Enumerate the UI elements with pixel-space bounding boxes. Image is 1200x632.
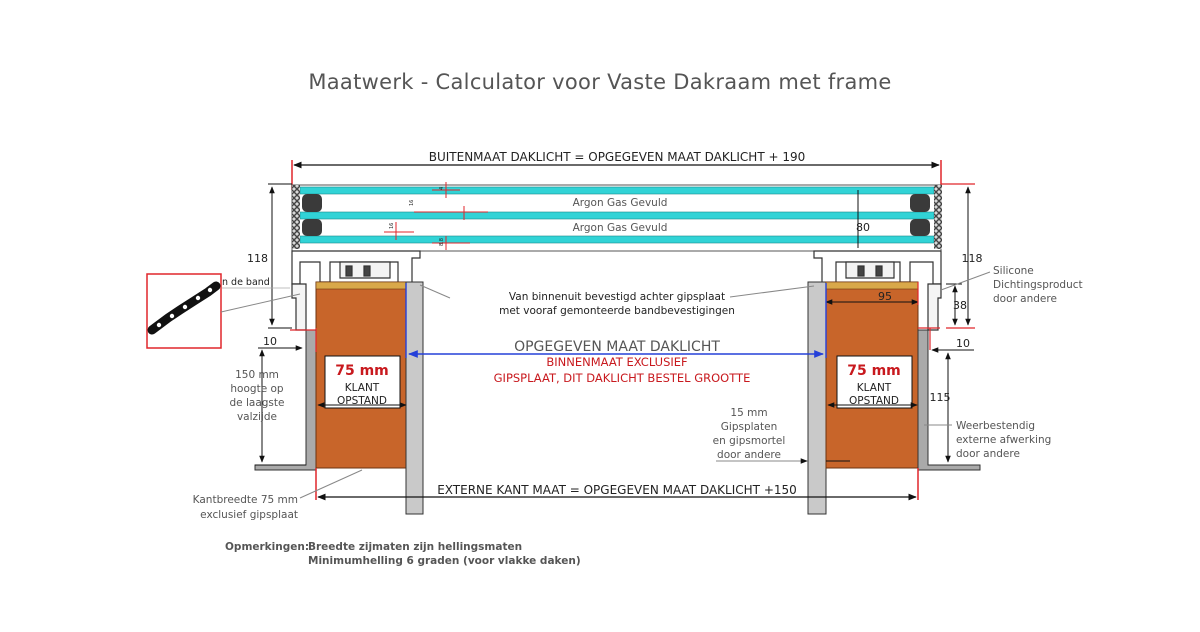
right-115-label: 115: [930, 391, 951, 404]
right-38-label: 38: [953, 299, 967, 312]
glass-unit: Argon Gas Gevuld Argon Gas Gevuld 4 16 1…: [291, 182, 942, 252]
silicone-note-3: door andere: [993, 293, 1057, 305]
upstand-right: 75 mm KLANT OPSTAND 95: [807, 281, 981, 515]
band-detail: n de band: [146, 273, 301, 349]
right-115-dimension: 115: [930, 352, 951, 463]
upstand-right-line1: KLANT: [857, 382, 892, 394]
edge-seal-left: [292, 185, 300, 249]
band-label: n de band: [222, 277, 270, 288]
height-note-1: 150 mm: [235, 369, 279, 381]
upstand-left-line1: KLANT: [345, 382, 380, 394]
glass-pane-bottom: [299, 235, 935, 244]
outer-dimension-bottom: EXTERNE KANT MAAT = OPGEGEVEN MAAT DAKLI…: [315, 468, 919, 501]
gips-note-4: door andere: [717, 449, 781, 461]
upstand-left-size: 75 mm: [335, 363, 389, 379]
frame-profile-left: [291, 250, 421, 331]
right-height-dimension: 118: [941, 183, 983, 329]
gypsum-board-right: [807, 281, 827, 515]
inner-95-label: 95: [878, 290, 892, 303]
silicone-note: Silicone Dichtingsproduct door andere: [940, 265, 1083, 305]
gips-note: 15 mm Gipsplaten en gipsmortel door ande…: [713, 407, 850, 464]
left-height-label: 118: [247, 252, 268, 265]
gas-label-2: Argon Gas Gevuld: [573, 222, 668, 234]
inner-80-label: 80: [856, 221, 870, 234]
upstand-right-size: 75 mm: [847, 363, 901, 379]
silicone-note-1: Silicone: [993, 265, 1034, 277]
page-title: Maatwerk - Calculator voor Vaste Dakraam…: [308, 70, 892, 94]
weather-note-3: door andere: [956, 448, 1020, 460]
mounting-note: Van binnenuit bevestigd achter gipsplaat…: [499, 285, 815, 317]
upstand-left: 75 mm KLANT OPSTAND: [254, 281, 451, 515]
left-height-dimension: 118: [247, 183, 292, 329]
height-note-4: valzijde: [237, 411, 277, 423]
gips-note-1: 15 mm: [730, 407, 767, 419]
silicone-note-2: Dichtingsproduct: [993, 279, 1083, 291]
mounting-note-1: Van binnenuit bevestigd achter gipsplaat: [509, 291, 725, 303]
weather-note-2: externe afwerking: [956, 434, 1051, 446]
frame-profile-right: [813, 250, 942, 331]
right-10-label: 10: [956, 337, 970, 350]
right-10-dimension: 10: [931, 337, 974, 353]
weather-note: Weerbestendig externe afwerking door and…: [924, 420, 1051, 460]
svg-text:16: 16: [389, 223, 395, 229]
svg-text:16: 16: [409, 200, 415, 206]
remarks-line1: Breedte zijmaten zijn hellingsmaten: [308, 541, 522, 553]
height-note-2: hoogte op: [230, 383, 284, 395]
right-height-label: 118: [962, 252, 983, 265]
center-sub-label-2: GIPSPLAAT, DIT DAKLICHT BESTEL GROOTTE: [494, 371, 751, 385]
kant-note-1: Kantbreedte 75 mm: [193, 494, 298, 506]
gips-note-2: Gipsplaten: [721, 421, 777, 433]
glass-pane-middle: [299, 211, 935, 220]
outer-dimension-bottom-label: EXTERNE KANT MAAT = OPGEGEVEN MAAT DAKLI…: [437, 483, 797, 497]
left-150-dimension: 150 mm hoogte op de laagste valzijde: [230, 349, 306, 466]
edge-seal-right: [934, 185, 942, 249]
outer-dimension-top: BUITENMAAT DAKLICHT = OPGEGEVEN MAAT DAK…: [291, 150, 942, 190]
kant-note-2: exclusief gipsplaat: [200, 509, 298, 521]
svg-text:4: 4: [439, 187, 445, 190]
svg-text:8.8: 8.8: [439, 238, 445, 246]
right-38-dimension: 38: [946, 283, 967, 326]
weather-note-1: Weerbestendig: [956, 420, 1035, 432]
gypsum-board-left: [405, 281, 424, 515]
left-10-label: 10: [263, 335, 277, 348]
gas-label-1: Argon Gas Gevuld: [573, 197, 668, 209]
glass-pane-top: [299, 186, 935, 195]
left-10-dimension: 10: [258, 335, 303, 351]
remarks: Opmerkingen: Breedte zijmaten zijn helli…: [225, 541, 581, 567]
remarks-line2: Minimumhelling 6 graden (voor vlakke dak…: [308, 555, 581, 567]
remarks-label: Opmerkingen:: [225, 541, 309, 553]
kant-note: Kantbreedte 75 mm exclusief gipsplaat: [193, 469, 363, 521]
center-dimension: OPGEGEVEN MAAT DAKLICHT BINNENMAAT EXCLU…: [405, 283, 827, 385]
center-sub-label-1: BINNENMAAT EXCLUSIEF: [546, 355, 687, 369]
gips-note-3: en gipsmortel: [713, 435, 786, 447]
mounting-note-2: met vooraf gemonteerde bandbevestigingen: [499, 305, 735, 317]
outer-dimension-top-label: BUITENMAAT DAKLICHT = OPGEGEVEN MAAT DAK…: [429, 150, 806, 164]
center-main-label: OPGEGEVEN MAAT DAKLICHT: [514, 339, 720, 355]
height-note-3: de laagste: [230, 397, 285, 409]
